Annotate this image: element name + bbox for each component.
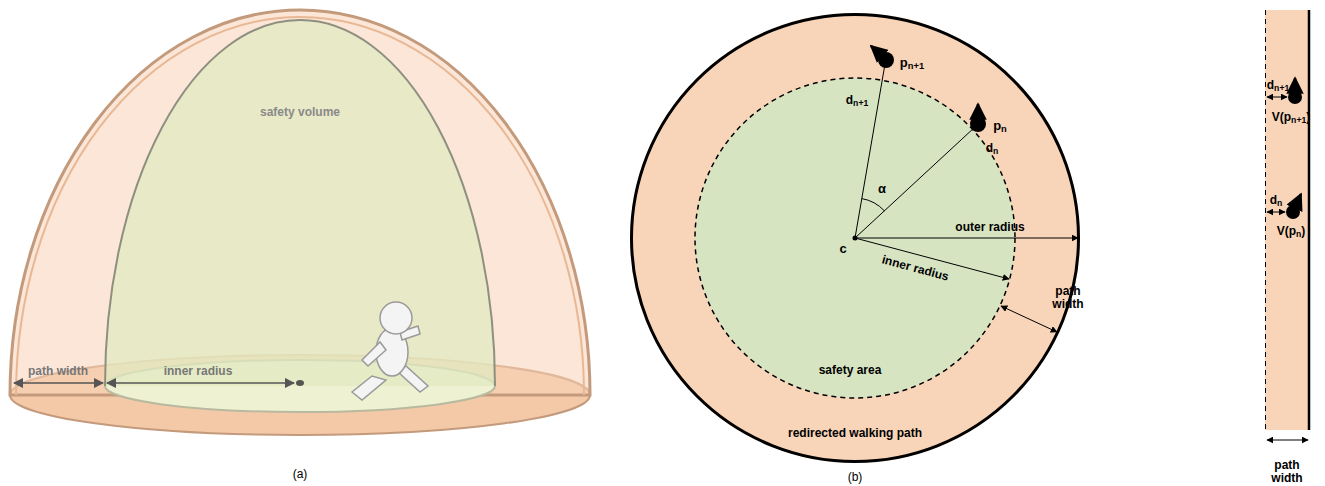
node-outline xyxy=(695,78,1015,398)
dimension-label: inner radius xyxy=(164,364,233,378)
distance-label: dn+1 xyxy=(846,93,868,107)
panel-caption: (a) xyxy=(293,467,308,481)
distance-label: dn xyxy=(986,141,999,155)
walking-path-ring: redirected walking path safety area xyxy=(630,13,1080,463)
safety-volume-dome: safety volume xyxy=(105,20,495,386)
distance-label: dn+1 xyxy=(1267,78,1289,92)
point-label: pn xyxy=(993,118,1007,133)
safety-area-circle: safety area xyxy=(695,78,1015,398)
panel-caption: (b) xyxy=(848,470,863,484)
node-outline xyxy=(630,13,1080,463)
distance-label: dn xyxy=(1270,193,1283,207)
angle-label: α xyxy=(878,181,886,196)
dimension-label: path width xyxy=(28,364,88,378)
path-strip: path width xyxy=(1265,10,1310,430)
velocity-label: V(pn) xyxy=(1277,224,1306,238)
region-label: safety area xyxy=(819,363,882,377)
dimension-label: path width xyxy=(1048,285,1088,311)
walking-figure xyxy=(352,302,428,400)
circle-illustration xyxy=(630,13,1080,463)
node-outline xyxy=(1265,10,1310,430)
velocity-label: V(pn+1) xyxy=(1272,110,1310,124)
dome-illustration xyxy=(10,10,590,435)
dimension-label: outer radius xyxy=(955,220,1024,234)
node-outline xyxy=(105,20,495,386)
point-label: pn+1 xyxy=(900,55,924,70)
region-label: safety volume xyxy=(260,105,340,119)
region-label: redirected walking path xyxy=(788,426,922,440)
center-label: c xyxy=(839,241,846,256)
region-label: path width xyxy=(1267,459,1307,485)
strip-illustration xyxy=(1265,10,1310,440)
